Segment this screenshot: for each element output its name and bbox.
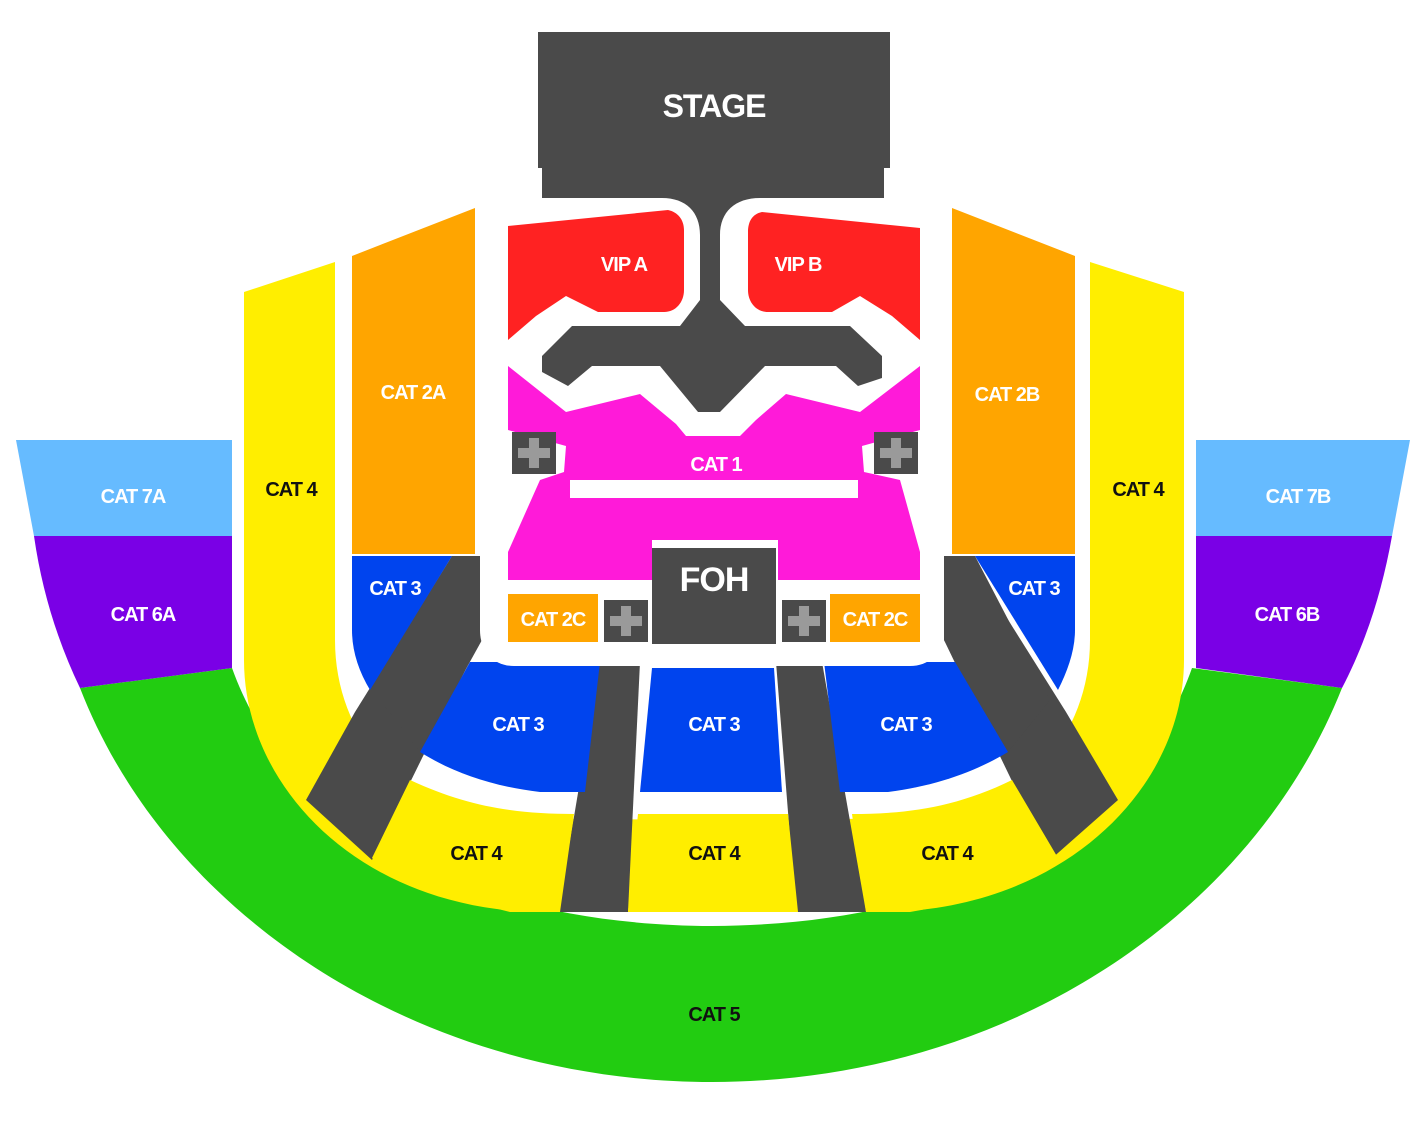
- plus-icon: [782, 600, 826, 642]
- aisle-inner-right: [944, 556, 1050, 752]
- section-cat2b[interactable]: [952, 208, 1075, 554]
- section-cat6b[interactable]: [1196, 536, 1392, 688]
- section-vip-b[interactable]: [748, 212, 920, 340]
- aisle-inner-left: [380, 556, 482, 752]
- label-cat4-bottom-left: CAT 4: [450, 843, 503, 865]
- label-cat4-bottom-center: CAT 4: [688, 843, 741, 865]
- label-cat2a: CAT 2A: [381, 382, 446, 404]
- plus-icon: [604, 600, 648, 642]
- label-cat6a: CAT 6A: [111, 604, 176, 626]
- label-cat6b: CAT 6B: [1255, 604, 1320, 626]
- stage: [538, 32, 890, 412]
- section-cat4-ring[interactable]: [244, 262, 1184, 912]
- label-cat3-left: CAT 3: [369, 578, 421, 600]
- section-cat2c-left[interactable]: [508, 594, 598, 642]
- label-cat1: CAT 1: [690, 454, 742, 476]
- aisle-bottom-left: [558, 662, 640, 912]
- section-cat6a[interactable]: [34, 536, 232, 688]
- label-cat2b: CAT 2B: [975, 384, 1040, 406]
- section-cat4-bottom-center[interactable]: [628, 814, 798, 912]
- label-cat5: CAT 5: [688, 1004, 740, 1026]
- section-cat3-bottom-left[interactable]: [420, 662, 600, 792]
- section-cat3-right[interactable]: [975, 556, 1075, 690]
- label-cat7a: CAT 7A: [101, 486, 166, 508]
- aisle-bottom-right: [776, 662, 866, 912]
- section-cat4-bottom-right[interactable]: [852, 780, 1058, 912]
- section-cat5[interactable]: [80, 668, 1342, 1082]
- section-cat3-left[interactable]: [352, 556, 452, 690]
- section-cat2c-right[interactable]: [830, 594, 920, 642]
- cat1-notch: [570, 480, 858, 498]
- section-cat7a[interactable]: [16, 440, 232, 536]
- plus-icon: [512, 432, 556, 474]
- plus-icon: [874, 432, 918, 474]
- label-cat3-bottom-center: CAT 3: [688, 714, 740, 736]
- label-cat4-left: CAT 4: [265, 479, 318, 501]
- foh-label: FOH: [680, 561, 749, 599]
- section-cat3-bottom-right[interactable]: [824, 662, 1008, 792]
- section-cat2a[interactable]: [352, 208, 475, 554]
- label-cat3-bottom-right: CAT 3: [880, 714, 932, 736]
- label-cat2c-left: CAT 2C: [521, 609, 586, 631]
- label-cat2c-right: CAT 2C: [843, 609, 908, 631]
- label-cat4-right: CAT 4: [1112, 479, 1165, 501]
- section-cat4-bottom-left[interactable]: [372, 780, 574, 912]
- label-vip-b: VIP B: [775, 254, 822, 276]
- section-cat3-bottom-center[interactable]: [640, 668, 782, 792]
- label-cat7b: CAT 7B: [1266, 486, 1331, 508]
- label-cat3-right: CAT 3: [1008, 578, 1060, 600]
- label-cat4-bottom-right: CAT 4: [921, 843, 974, 865]
- section-cat1[interactable]: [508, 366, 920, 580]
- foh-box: [652, 548, 776, 644]
- stage-label: STAGE: [663, 88, 767, 124]
- section-vip-a[interactable]: [508, 210, 684, 340]
- section-cat7b[interactable]: [1196, 440, 1410, 536]
- label-cat3-bottom-left: CAT 3: [492, 714, 544, 736]
- label-vip-a: VIP A: [601, 254, 648, 276]
